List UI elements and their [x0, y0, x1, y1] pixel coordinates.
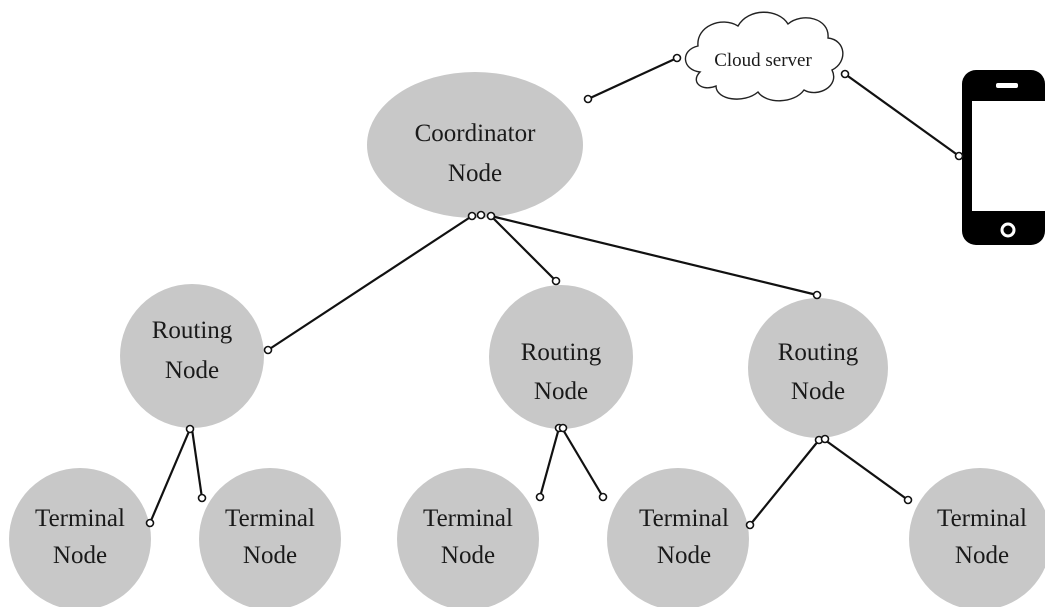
port-dot — [263, 345, 273, 355]
terminal-node-2-label-line1: Terminal — [225, 505, 315, 532]
terminal-node-4-label-line2: Node — [657, 542, 711, 569]
port-dot — [598, 492, 608, 502]
link-routing-2-terminal-3 — [538, 427, 561, 498]
terminal-node-2 — [199, 468, 341, 607]
link-routing-3-terminal-5 — [824, 439, 909, 501]
routing-node-1-label-line1: Routing — [152, 317, 233, 344]
port-dot — [486, 211, 496, 221]
routing-node-1-label-line2: Node — [165, 357, 219, 384]
cloud-server-label: Cloud server — [714, 50, 812, 71]
link-routing-2-terminal-4 — [561, 427, 604, 498]
terminal-node-2-label-line2: Node — [243, 542, 297, 569]
port-dot — [583, 94, 593, 104]
terminal-node-1-label-line1: Terminal — [35, 505, 125, 532]
link-coordinator-cloud — [587, 57, 678, 100]
coordinator-node-label-line2: Node — [448, 160, 502, 187]
routing-node-1 — [120, 284, 264, 428]
terminal-node-3 — [397, 468, 539, 607]
routing-node-2-label-line2: Node — [534, 378, 588, 405]
port-dot — [535, 492, 545, 502]
terminal-node-5-label-line2: Node — [955, 542, 1009, 569]
cloud-server-icon — [684, 11, 844, 102]
port-dot — [672, 53, 682, 63]
connection-lines — [148, 57, 960, 526]
port-dot — [551, 276, 561, 286]
link-coordinator-routing-2 — [490, 215, 557, 282]
routing-node-3 — [748, 298, 888, 438]
terminal-node-4 — [607, 468, 749, 607]
terminal-node-3-label-line2: Node — [441, 542, 495, 569]
terminal-node-4-label-line1: Terminal — [639, 505, 729, 532]
connection-ports — [145, 53, 964, 530]
routing-node-2-label-line1: Routing — [521, 339, 602, 366]
coordinator-node-label-line1: Coordinator — [415, 120, 536, 147]
routing-node-3-label-line2: Node — [791, 378, 845, 405]
port-dot — [903, 495, 913, 505]
link-routing-3-terminal-4 — [749, 439, 820, 526]
terminal-node-3-label-line1: Terminal — [423, 505, 513, 532]
terminal-node-5 — [909, 468, 1045, 607]
port-dot — [558, 423, 568, 433]
port-dot — [467, 211, 477, 221]
routing-node-3-label-line1: Routing — [778, 339, 859, 366]
link-routing-1-terminal-1 — [148, 428, 192, 524]
port-dot — [197, 493, 207, 503]
terminal-node-1-label-line2: Node — [53, 542, 107, 569]
terminal-node-5-label-line1: Terminal — [937, 505, 1027, 532]
port-dot — [476, 210, 486, 220]
port-dot — [840, 69, 850, 79]
smartphone-icon — [962, 70, 1045, 245]
port-dot — [145, 518, 155, 528]
port-dot — [820, 434, 830, 444]
coordinator-node — [367, 72, 583, 218]
link-routing-1-terminal-2 — [190, 428, 204, 499]
port-dot — [185, 424, 195, 434]
routing-node-2 — [489, 285, 633, 429]
port-dot — [745, 520, 755, 530]
link-coordinator-routing-1 — [267, 215, 473, 351]
port-dot — [954, 151, 964, 161]
link-coordinator-routing-3 — [490, 214, 818, 297]
link-cloud-phone — [844, 73, 960, 157]
port-dot — [812, 290, 822, 300]
terminal-node-1 — [9, 468, 151, 607]
